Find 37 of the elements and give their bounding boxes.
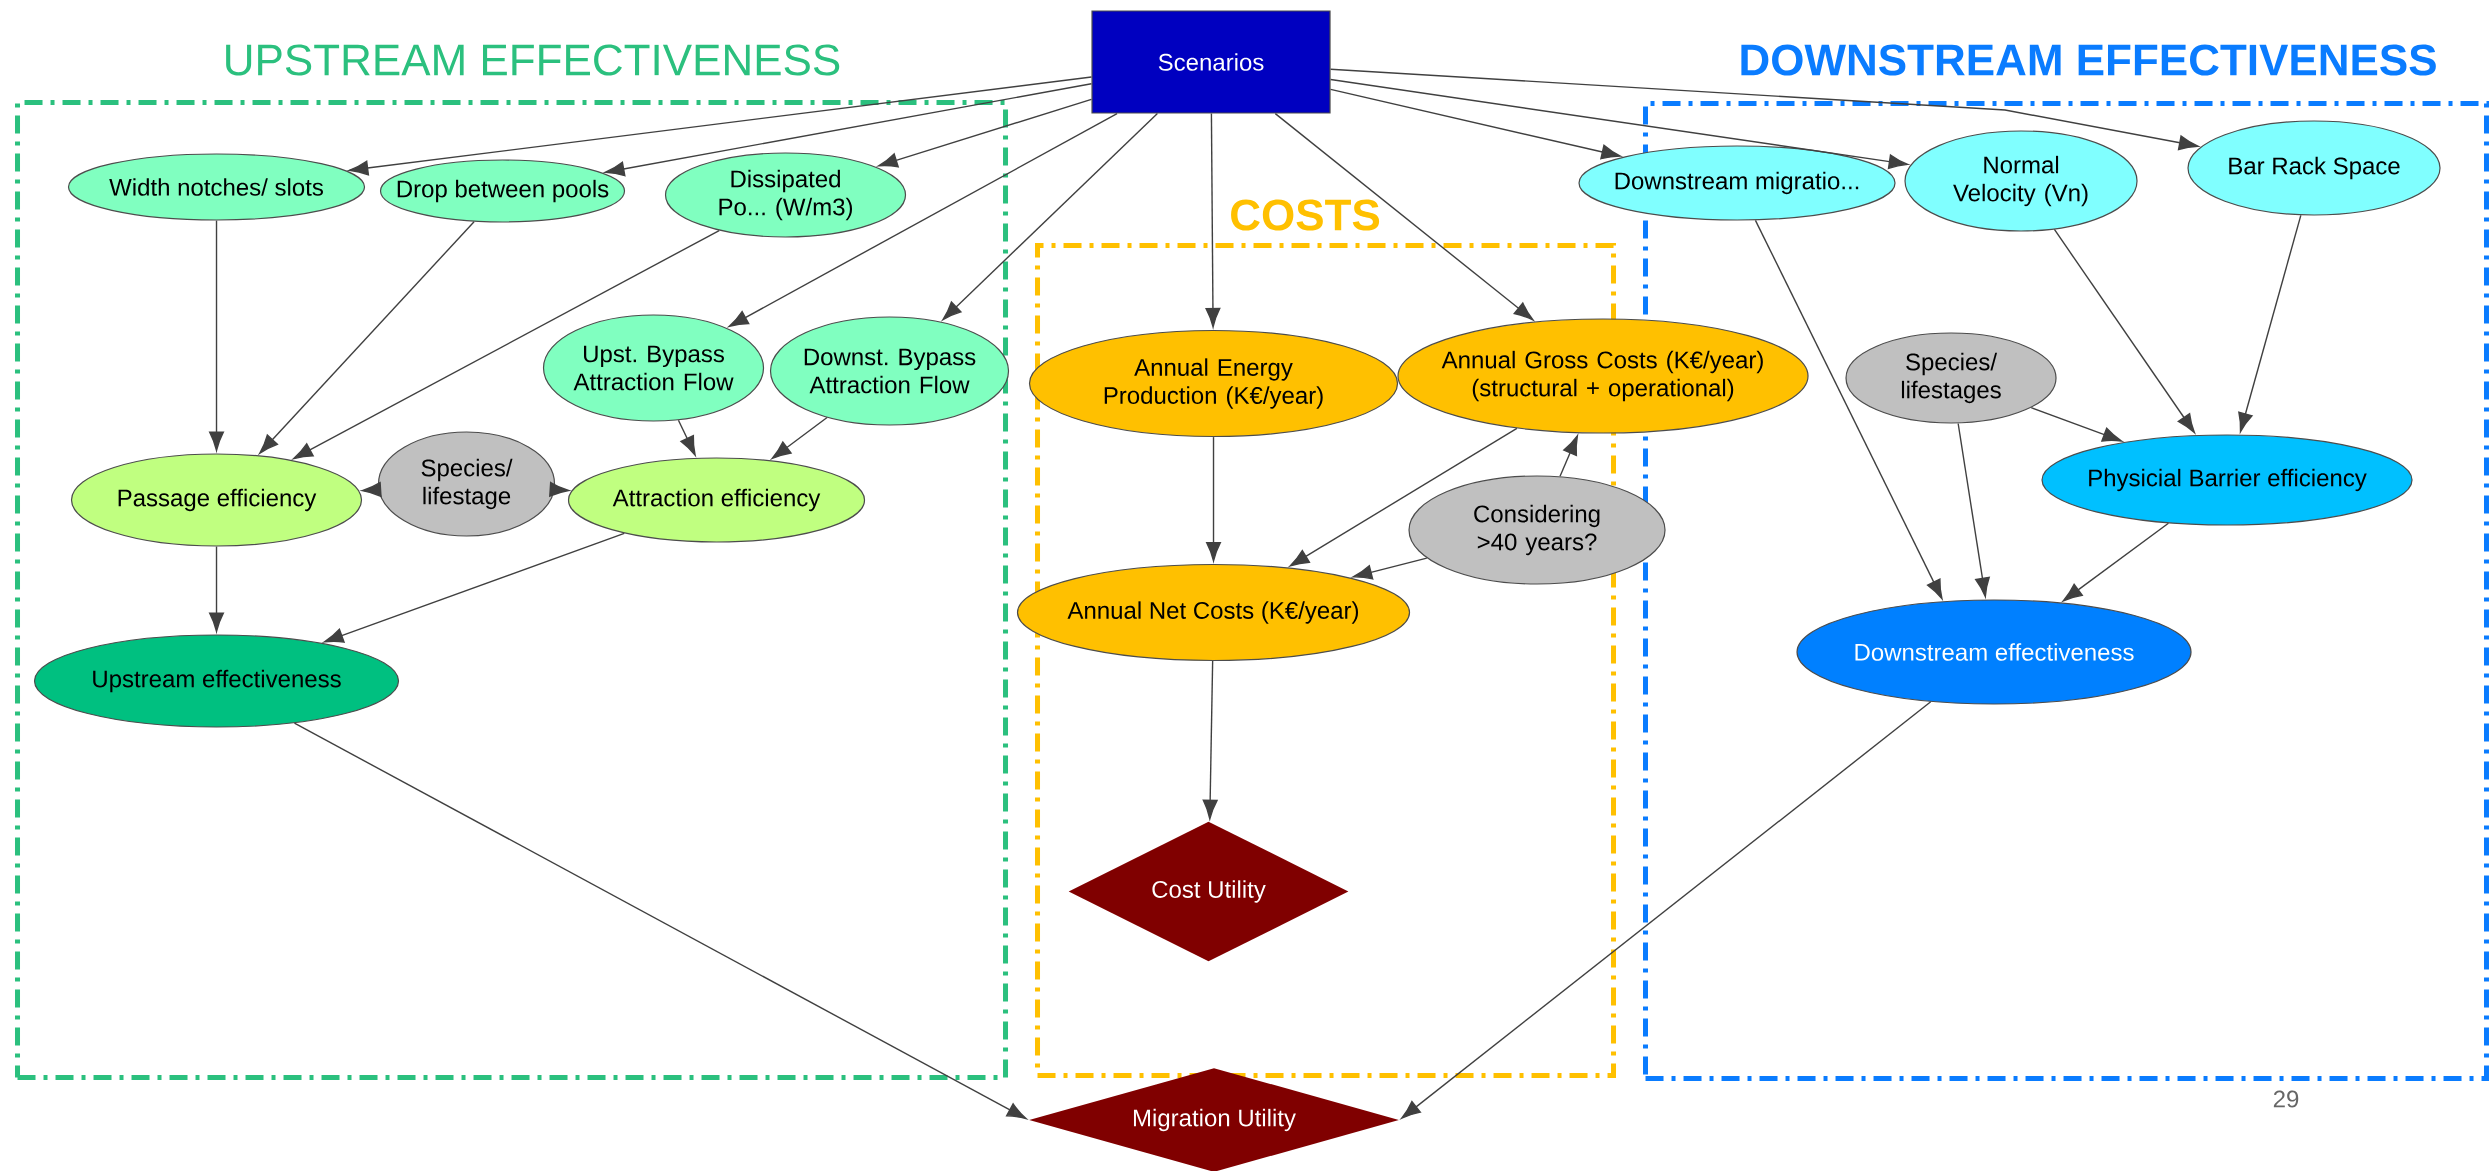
arrow bbox=[877, 98, 1093, 168]
arrow bbox=[1329, 88, 1621, 160]
node-label: DOWNSTREAM EFFECTIVENESS bbox=[1741, 44, 2436, 76]
arrow bbox=[1206, 436, 1221, 562]
node-label: COSTS bbox=[1231, 199, 1380, 231]
scenario-box: Scenarios bbox=[1091, 10, 1331, 114]
arrow bbox=[1329, 68, 2199, 151]
arrow bbox=[1352, 557, 1428, 580]
arrow bbox=[1401, 701, 1932, 1119]
arrow bbox=[293, 722, 1027, 1120]
arrow bbox=[209, 219, 224, 452]
arrow bbox=[1274, 112, 1534, 321]
arrow bbox=[1289, 427, 1518, 567]
page-number: 29 bbox=[2273, 1090, 2299, 1108]
arrow bbox=[1205, 112, 1221, 328]
arrow bbox=[1754, 219, 1943, 600]
arrow bbox=[942, 112, 1159, 321]
arrow bbox=[604, 83, 1093, 177]
arrow bbox=[209, 545, 224, 633]
arrow bbox=[1329, 78, 1909, 170]
arrow bbox=[771, 416, 828, 460]
arrow bbox=[1559, 435, 1579, 477]
arrow bbox=[348, 76, 1093, 176]
arrow bbox=[1202, 660, 1218, 820]
arrow bbox=[677, 419, 696, 456]
arrow bbox=[259, 221, 475, 454]
arrow bbox=[549, 481, 570, 497]
arrow bbox=[2053, 228, 2196, 434]
arrow bbox=[293, 229, 720, 460]
arrow bbox=[2030, 406, 2123, 442]
arrow bbox=[2238, 214, 2302, 433]
arrow bbox=[323, 532, 625, 643]
node-label: UPSTREAM EFFECTIVENESS bbox=[226, 44, 840, 76]
arrow bbox=[728, 112, 1118, 328]
arrow bbox=[2062, 522, 2170, 602]
arrow bbox=[1957, 422, 1990, 598]
arrow bbox=[361, 482, 382, 497]
